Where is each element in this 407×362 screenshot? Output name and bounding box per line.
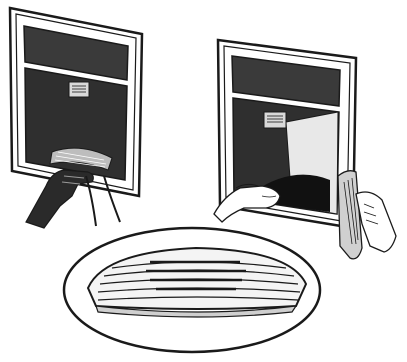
left-hand bbox=[26, 170, 93, 228]
left-dispenser-panel bbox=[10, 8, 142, 228]
left-light-box bbox=[69, 82, 89, 97]
grille-holding-hand bbox=[338, 171, 396, 259]
right-dispenser-panel bbox=[214, 40, 396, 259]
right-light-box bbox=[264, 112, 286, 128]
